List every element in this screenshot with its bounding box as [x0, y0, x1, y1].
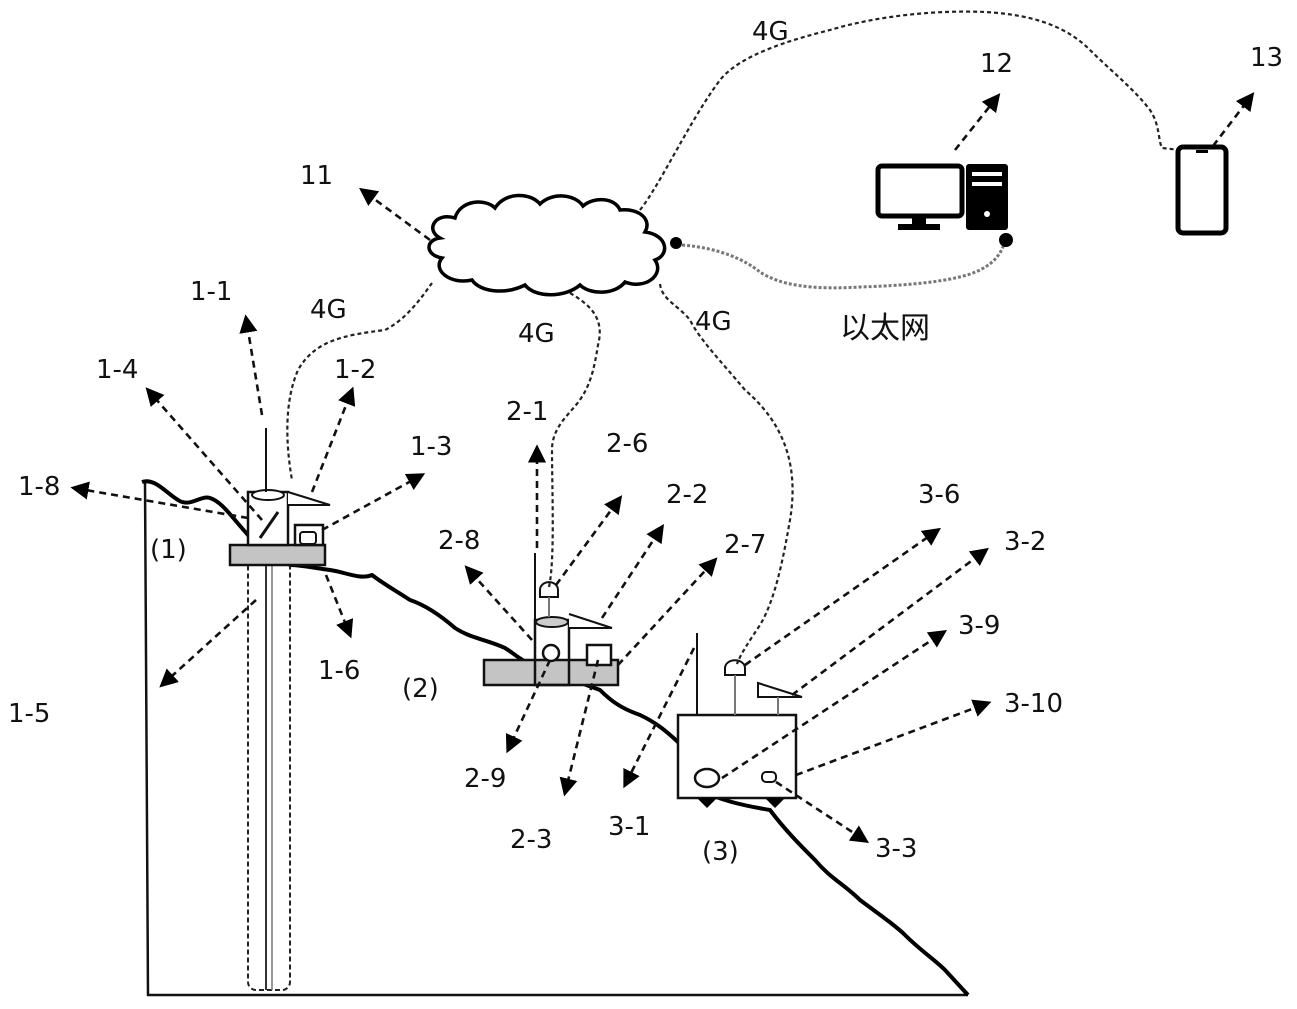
label-2-9: 2-9 — [464, 764, 506, 794]
site-1-controller-inner — [300, 532, 316, 544]
arrow-12 — [955, 96, 998, 150]
arrow-2-2 — [602, 527, 662, 618]
label-2-8: 2-8 — [438, 526, 480, 556]
label-4g-site2: 4G — [518, 319, 555, 349]
arrow-3-9 — [722, 632, 944, 778]
label-1-5: 1-5 — [8, 699, 50, 729]
arrow-3-6 — [745, 530, 938, 665]
arrow-11 — [362, 190, 430, 240]
site-3-sensor — [762, 772, 776, 782]
label-2-7: 2-7 — [724, 530, 766, 560]
site-3-foot-left — [697, 798, 717, 808]
site-label-1: (1) — [150, 535, 187, 565]
computer-tower-slot-1 — [972, 172, 1002, 176]
site-3-gnss-antenna — [725, 660, 745, 675]
label-3-6: 3-6 — [918, 480, 960, 510]
site-3-callouts: 3-1 3-6 3-2 3-9 3-10 3-3 — [608, 480, 1063, 864]
site-2-sensor — [543, 645, 559, 661]
site-2-tank-cap — [536, 617, 568, 627]
arrow-2-8 — [467, 568, 532, 640]
arrow-1-2 — [312, 390, 352, 492]
arrow-2-7 — [618, 560, 715, 665]
label-1-6: 1-6 — [318, 656, 360, 686]
phone-speaker — [1196, 150, 1208, 153]
monitoring-computer: 12 — [878, 49, 1013, 247]
label-11: 11 — [300, 161, 333, 191]
site-3-solar-panel — [758, 683, 802, 697]
label-4g-site3: 4G — [695, 307, 732, 337]
arrow-3-2 — [792, 550, 986, 695]
label-3-1: 3-1 — [608, 812, 650, 842]
label-1-1: 1-1 — [190, 277, 232, 307]
site-1-callouts: 1-1 1-2 1-3 1-4 1-5 1-6 1-8 — [8, 277, 452, 729]
site-1-tank-cap — [252, 490, 284, 500]
site-2-controller — [587, 645, 611, 665]
arrow-13 — [1213, 95, 1252, 146]
label-2-3: 2-3 — [510, 825, 552, 855]
label-4g-site1: 4G — [310, 295, 347, 325]
computer-monitor-base — [898, 224, 940, 230]
label-3-2: 3-2 — [1004, 527, 1046, 557]
label-12: 12 — [980, 49, 1013, 79]
site-3: (3) — [678, 633, 802, 867]
cloud-icon — [429, 195, 665, 294]
mobile-phone: 13 — [1178, 43, 1283, 233]
arrow-2-6 — [556, 498, 620, 585]
label-13: 13 — [1250, 43, 1283, 73]
label-3-9: 3-9 — [958, 611, 1000, 641]
arrow-1-5 — [162, 600, 256, 685]
label-2-2: 2-2 — [666, 480, 708, 510]
site-3-camera — [695, 769, 719, 787]
site-2: (2) — [402, 553, 618, 704]
phone-body — [1178, 147, 1226, 233]
label-3-3: 3-3 — [875, 834, 917, 864]
computer-ethernet-port — [999, 233, 1013, 247]
label-1-3: 1-3 — [410, 432, 452, 462]
label-1-8: 1-8 — [18, 472, 60, 502]
arrow-1-6 — [326, 575, 350, 635]
arrow-1-3 — [322, 475, 422, 530]
computer-tower-slot-2 — [972, 182, 1002, 186]
arrow-3-10 — [796, 703, 988, 775]
computer-tower-power — [984, 211, 990, 217]
link-ethernet — [682, 242, 1005, 288]
site-3-enclosure — [678, 715, 796, 798]
arrow-1-4 — [148, 390, 262, 520]
borehole-casing — [248, 555, 290, 990]
arrow-1-1 — [246, 318, 262, 415]
label-ethernet: 以太网 — [840, 311, 930, 346]
label-3-10: 3-10 — [1004, 689, 1063, 719]
label-2-6: 2-6 — [606, 429, 648, 459]
label-1-2: 1-2 — [334, 355, 376, 385]
link-4g-site3 — [660, 284, 793, 664]
network-links: 4G 4G 4G 4G 以太网 — [287, 12, 1180, 664]
site-label-3: (3) — [702, 837, 739, 867]
cloud-platform: 11 — [300, 161, 682, 295]
computer-monitor — [878, 166, 962, 216]
site-1-solar-panel — [288, 492, 330, 505]
site-2-solar-panel — [569, 614, 612, 628]
site-1-base-plate — [230, 545, 325, 565]
cloud-ethernet-port — [670, 237, 682, 249]
site-3-foot-right — [765, 798, 785, 808]
site-label-2: (2) — [402, 674, 439, 704]
site-1: (1) — [150, 428, 330, 990]
label-1-4: 1-4 — [96, 355, 138, 385]
label-4g-phone: 4G — [752, 17, 789, 47]
link-4g-site2 — [549, 293, 600, 587]
label-2-1: 2-1 — [506, 397, 548, 427]
